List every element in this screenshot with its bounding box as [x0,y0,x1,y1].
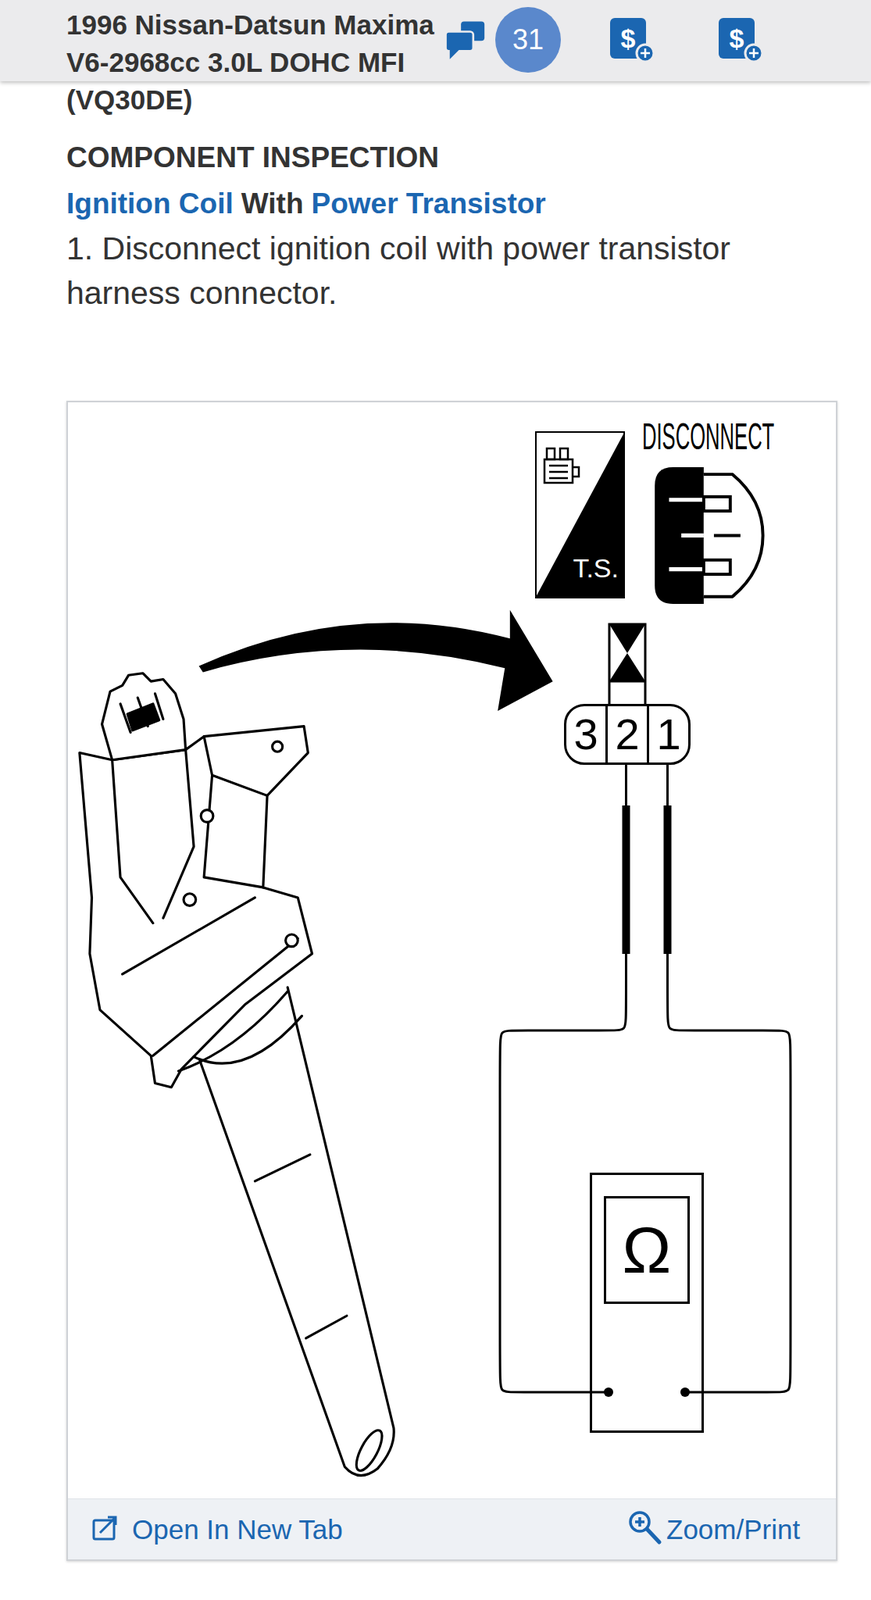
pin-number: 2 [605,706,647,763]
ignition-coil-part [203,736,268,797]
disconnect-plug-icon-part [703,474,764,597]
connector-lock-tab-part [609,624,646,706]
toolbar-link: Zoom/Print [666,1513,800,1546]
label-slot: 1. Disconnect ignition coil with power t… [66,226,770,316]
ignition-coil-part [79,726,313,1088]
ignition-coil-part [254,1154,311,1182]
count-badge: 31 [512,25,544,54]
label-slot: With [241,186,304,222]
disconnect-plug-icon-part [668,499,704,570]
zoom-icon [630,1512,660,1543]
connector-lock-tab-part [609,653,646,682]
pin-number: 3 [566,706,606,763]
pointer-arrow [199,610,554,711]
ohmmeter-body-part [680,1387,690,1397]
ignition-coil-part [127,703,159,731]
open-tab-icon-part [99,1517,116,1533]
ignition-coil-part [285,934,299,947]
ignition-coil-part [183,893,197,907]
connector-lock-tab-part [609,680,646,683]
ignition-coil-part [203,774,264,888]
chat-icon-part [446,31,474,51]
badge-node: 31 [495,7,561,73]
label-slot: DISCONNECT [642,417,808,443]
link-text: Ignition Coil [66,186,234,222]
section-heading: COMPONENT INSPECTION [66,140,440,175]
ignition-coil [79,673,394,1476]
price-icon-part [745,44,763,62]
price-icon-part [749,48,759,58]
label-slot: COMPONENT INSPECTION [66,140,440,175]
pin-number: 1 [646,706,689,763]
ts-icon-part-part [560,448,568,460]
ts-icon-part [535,431,625,599]
ignition-coil-part [200,810,214,823]
connector-lock-tab [609,624,646,706]
heading-text: With [241,186,304,222]
ts-icon-part [535,431,625,598]
zoom-icon-part [635,1517,645,1527]
label-slot: Ignition Coil [66,186,234,222]
meter-node: Ω [589,1172,704,1433]
ignition-coil-part [153,938,298,1056]
ignition-coil-part [120,693,164,733]
ignition-coil-part [272,741,283,752]
link-text: Power Transistor [311,186,547,222]
ts-icon-part [544,448,579,483]
disconnect-plug-icon-part [713,533,741,537]
label-slot: Zoom/Print [666,1513,800,1546]
label-slot: Open In New Tab [132,1513,343,1546]
price-icon-part [636,44,654,62]
connector-lock-tab-part [609,624,646,654]
ignition-coil-part [178,991,288,1071]
disconnect-plug-icon-part [654,467,704,604]
ignition-coil-part [102,673,186,761]
price-symbol: $ [610,17,647,59]
ignition-coil-part [112,760,154,924]
disconnect-plug-icon [654,467,763,604]
instruction-step: 1. Disconnect ignition coil with power t… [66,226,770,316]
ignition-coil-part [351,1426,387,1475]
page-title: 1996 Nissan-Datsun Maxima V6-2968cc 3.0L… [66,6,442,119]
chat-icon-part [449,49,460,60]
doc-node: $ [610,17,656,64]
ts-icon-part-part [546,448,555,460]
price-icon-part [640,48,650,58]
chat-icon [446,21,486,59]
disconnect-label: DISCONNECT [642,417,775,455]
ts-label: T.S. [572,554,619,582]
zoom-icon-part [646,1528,660,1543]
ignition-coil-part [193,1015,302,1064]
doc-node: $ [718,17,764,64]
ignition-coil-part [122,897,256,975]
price-symbol: $ [718,17,755,59]
ohmmeter-body-part [591,1174,704,1432]
ignition-coil-part [306,1315,347,1339]
ts-icon-part-part [549,465,579,479]
pointer-arrow-part [199,610,554,711]
conn-node: 321 [564,703,691,765]
badge-circle-part [495,7,561,73]
disconnect-plug-icon-part [703,496,731,511]
label-slot: Power Transistor [311,186,547,222]
ohmmeter-body-part [603,1387,614,1397]
ohm-symbol: Ω [603,1195,690,1304]
ts-node: T.S. [535,431,625,599]
disconnect-plug-icon-part [703,560,731,575]
title-slot: 1996 Nissan-Datsun Maxima V6-2968cc 3.0L… [66,6,442,119]
ignition-coil-part [199,987,394,1476]
toolbar-link: Open In New Tab [132,1513,343,1546]
open-tab-icon [93,1517,116,1539]
